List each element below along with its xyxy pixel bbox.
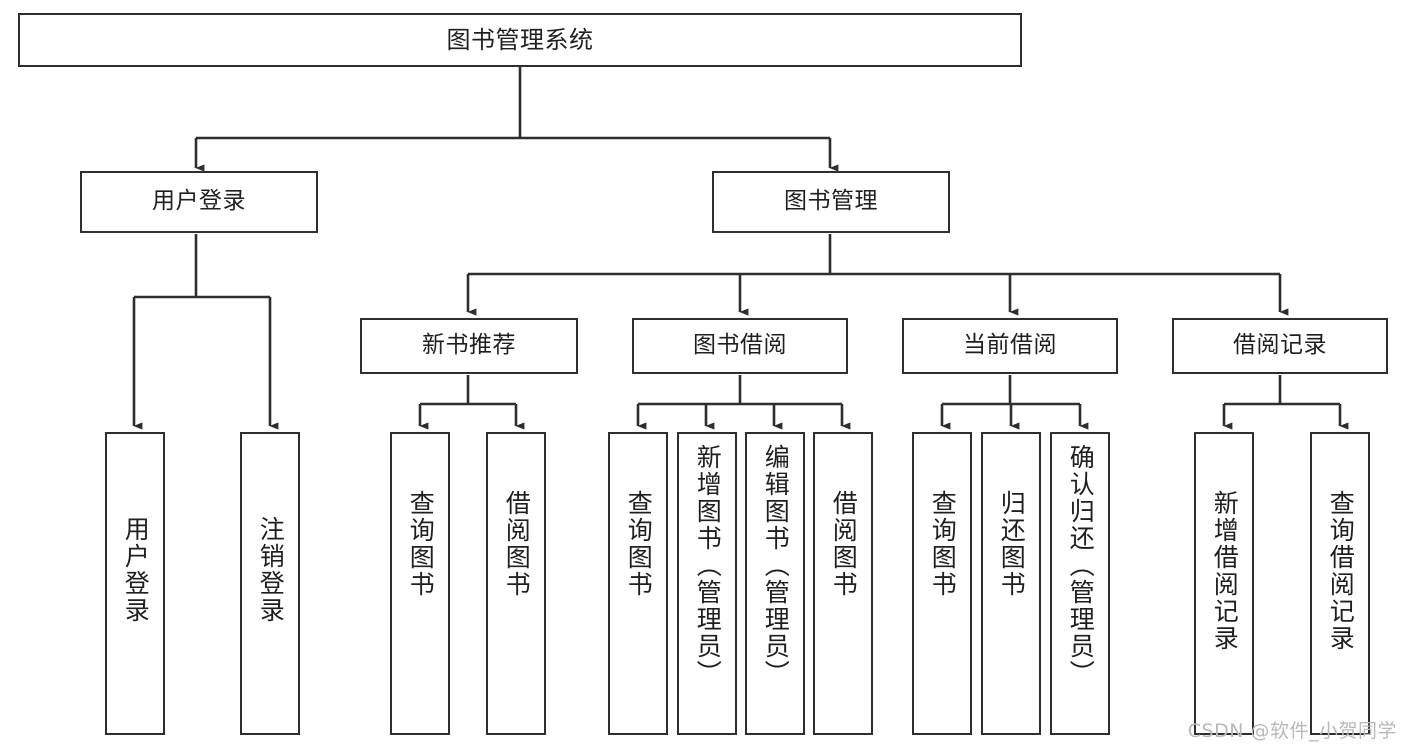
leaf-return-book[interactable]: 归还图书	[981, 432, 1041, 735]
node-root-book-management-system[interactable]: 图书管理系统	[18, 13, 1022, 67]
leaf-query-book-current[interactable]: 查询图书	[912, 432, 972, 735]
leaf-add-book-admin[interactable]: 新增图书（管理员）	[677, 432, 737, 735]
node-label: 新书推荐	[422, 332, 516, 359]
leaf-label: 新增图书（管理员）	[693, 444, 723, 687]
node-user-login[interactable]: 用户登录	[80, 171, 318, 233]
leaf-query-borrow-record[interactable]: 查询借阅记录	[1310, 432, 1370, 735]
node-label: 图书借阅	[693, 332, 787, 359]
leaf-add-borrow-record[interactable]: 新增借阅记录	[1194, 432, 1254, 735]
node-new-book-recommendation[interactable]: 新书推荐	[360, 318, 578, 374]
leaf-edit-book-admin[interactable]: 编辑图书（管理员）	[745, 432, 805, 735]
csdn-watermark: CSDN @软件_小贺同学	[1187, 720, 1397, 742]
leaf-confirm-return-admin[interactable]: 确认归还（管理员）	[1050, 432, 1110, 735]
leaf-label: 借阅图书	[502, 490, 532, 598]
node-label: 图书管理系统	[446, 25, 594, 54]
leaf-label: 查询图书	[624, 490, 654, 598]
leaf-label: 归还图书	[997, 490, 1027, 598]
node-borrowing-record[interactable]: 借阅记录	[1172, 318, 1388, 374]
leaf-label: 查询图书	[406, 490, 436, 598]
leaf-borrow-book-recommend[interactable]: 借阅图书	[486, 432, 546, 735]
node-book-borrowing[interactable]: 图书借阅	[632, 318, 848, 374]
node-label: 当前借阅	[963, 332, 1057, 359]
leaf-logout[interactable]: 注销登录	[240, 432, 300, 735]
leaf-label: 新增借阅记录	[1210, 490, 1240, 652]
node-book-management[interactable]: 图书管理	[712, 171, 950, 233]
node-label: 图书管理	[784, 188, 878, 215]
leaf-borrow-book[interactable]: 借阅图书	[813, 432, 873, 735]
leaf-label: 确认归还（管理员）	[1066, 444, 1096, 687]
leaf-label: 查询借阅记录	[1326, 490, 1356, 652]
leaf-label: 用户登录	[121, 516, 151, 624]
leaf-label: 编辑图书（管理员）	[761, 444, 791, 687]
leaf-query-book-borrow[interactable]: 查询图书	[608, 432, 668, 735]
leaf-label: 查询图书	[928, 490, 958, 598]
node-label: 用户登录	[152, 188, 246, 215]
leaf-label: 借阅图书	[829, 490, 859, 598]
node-current-borrowing[interactable]: 当前借阅	[902, 318, 1118, 374]
leaf-label: 注销登录	[256, 516, 286, 624]
leaf-user-login[interactable]: 用户登录	[105, 432, 165, 735]
node-label: 借阅记录	[1233, 332, 1327, 359]
leaf-query-book-recommend[interactable]: 查询图书	[390, 432, 450, 735]
